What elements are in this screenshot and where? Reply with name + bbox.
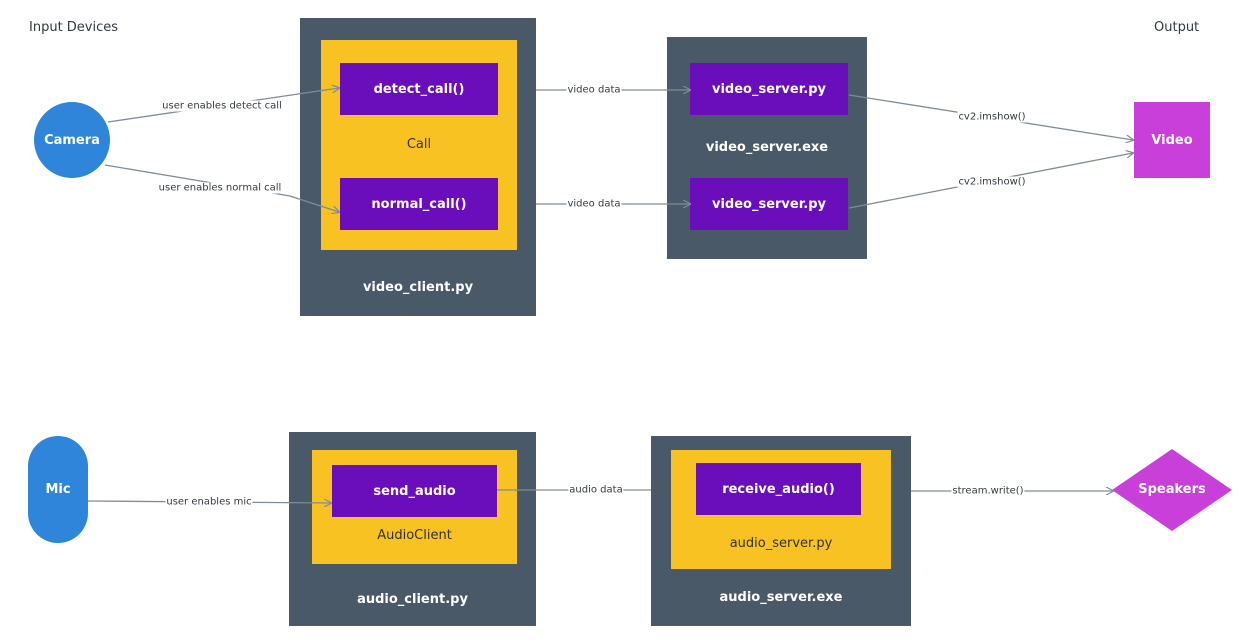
receive-audio-node[interactable]: receive_audio() [696, 463, 861, 515]
camera-node[interactable]: Camera [34, 102, 110, 178]
audio-server-exe-label: audio_server.exe [719, 590, 843, 605]
audio-client-class-label: AudioClient [377, 528, 452, 543]
call-label: Call [406, 137, 432, 152]
audio-client-class-box[interactable]: send_audio AudioClient [312, 450, 517, 564]
audio-client-label: audio_client.py [357, 592, 468, 607]
audio-server-py-label: audio_server.py [729, 536, 833, 551]
send-audio-node[interactable]: send_audio [332, 465, 497, 517]
label-audio-data: audio data [568, 484, 624, 496]
mic-node[interactable]: Mic [28, 436, 88, 543]
label-cv2-imshow-2: cv2.imshow() [957, 176, 1027, 188]
video-server-py-node-1[interactable]: video_server.py [690, 63, 848, 115]
audio-server-py-box[interactable]: receive_audio() audio_server.py [671, 450, 891, 569]
label-stream-write: stream.write() [951, 485, 1025, 497]
label-cv2-imshow-1: cv2.imshow() [957, 111, 1027, 123]
normal-call-node[interactable]: normal_call() [340, 178, 498, 230]
label-video-data-2: video data [566, 198, 622, 210]
label-user-enables-mic: user enables mic [165, 496, 253, 508]
input-devices-heading: Input Devices [29, 20, 119, 35]
speakers-diamond-shape [1112, 449, 1232, 531]
label-user-enables-detect-call: user enables detect call [161, 100, 283, 112]
video-client-label: video_client.py [362, 280, 474, 295]
audio-client-container[interactable]: send_audio AudioClient audio_client.py [289, 432, 536, 626]
video-output-node[interactable]: Video [1134, 102, 1210, 178]
speakers-label: Speakers [1138, 482, 1206, 497]
detect-call-node[interactable]: detect_call() [340, 63, 498, 115]
label-video-data-1: video data [566, 84, 622, 96]
video-server-exe-label: video_server.exe [705, 140, 829, 155]
call-class-box[interactable]: detect_call() Call normal_call() [321, 40, 517, 250]
audio-server-exe-container[interactable]: receive_audio() audio_server.py audio_se… [651, 436, 911, 626]
speakers-node[interactable] [1112, 449, 1232, 531]
video-client-container[interactable]: detect_call() Call normal_call() video_c… [300, 18, 536, 316]
video-server-py-node-2[interactable]: video_server.py [690, 178, 848, 230]
edge-camera-to-normal-call [104, 164, 339, 212]
label-user-enables-normal-call: user enables normal call [157, 182, 283, 194]
video-server-exe-container[interactable]: video_server.py video_server.exe video_s… [667, 37, 867, 259]
output-heading: Output [1154, 20, 1200, 35]
